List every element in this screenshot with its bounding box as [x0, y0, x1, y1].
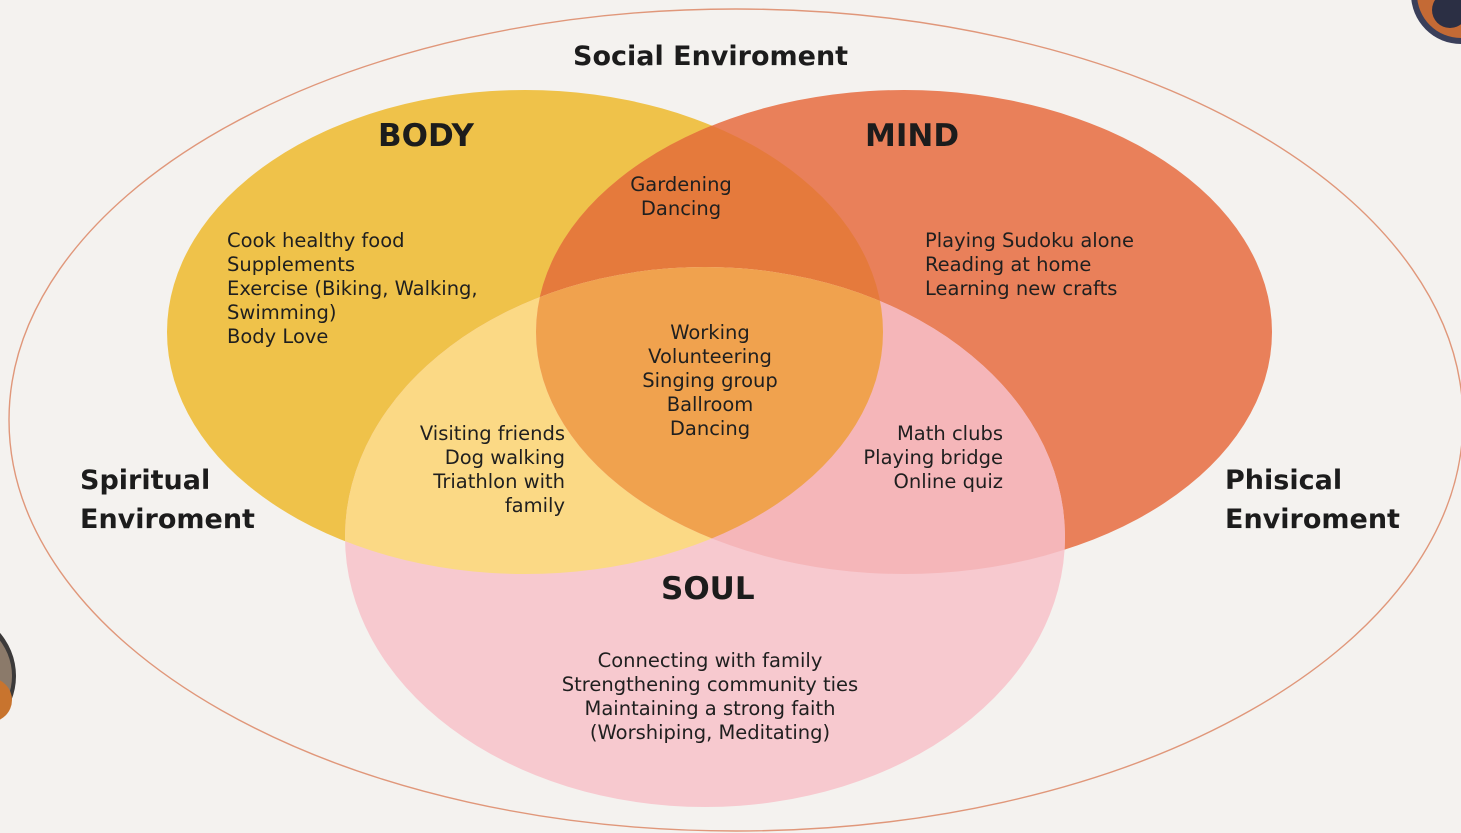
list-item: Gardening	[630, 173, 732, 196]
list-item: family	[504, 494, 565, 517]
physical-environment-line: Phisical	[1225, 465, 1343, 496]
list-item: Learning new crafts	[925, 277, 1118, 300]
body-heading: BODY	[378, 118, 474, 154]
list-item: (Worshiping, Meditating)	[589, 721, 831, 744]
list-item: Swimming)	[227, 301, 337, 324]
list-item: Triathlon with	[433, 470, 565, 493]
list-item: Reading at home	[925, 253, 1092, 276]
spiritual-environment-line: Enviroment	[80, 504, 255, 535]
list-item: Dog walking	[444, 446, 565, 469]
body-activities-list: Cook healthy food Supplements Exercise (…	[227, 229, 478, 349]
list-item: Working	[670, 321, 750, 344]
list-item: Exercise (Biking, Walking,	[227, 277, 478, 300]
environment-outer-ellipse	[8, 8, 1461, 832]
mind-soul-overlap-list: Math clubs Playing bridge Online quiz	[803, 422, 1003, 494]
list-item: Maintaining a strong faith	[584, 697, 836, 720]
list-item: Singing group	[642, 369, 778, 392]
soul-activities-list: Connecting with family Strengthening com…	[510, 649, 910, 745]
decorative-photo-fragments	[0, 0, 1461, 720]
list-item: Volunteering	[648, 345, 772, 368]
body-mind-overlap-list: Gardening Dancing	[600, 173, 762, 221]
soul-heading: SOUL	[661, 571, 755, 607]
list-item: Connecting with family	[597, 649, 823, 672]
body-soul-overlap-list: Visiting friends Dog walking Triathlon w…	[365, 422, 565, 518]
social-environment-label: Social Enviroment	[573, 41, 849, 72]
mind-activities-list: Playing Sudoku alone Reading at home Lea…	[925, 229, 1134, 301]
physical-environment-label: Phisical Enviroment	[1225, 461, 1400, 539]
list-item: Ballroom	[666, 393, 754, 416]
physical-environment-line: Enviroment	[1225, 504, 1400, 535]
list-item: Playing Sudoku alone	[925, 229, 1134, 252]
list-item: Dancing	[669, 417, 751, 440]
body-soul-overlap	[345, 267, 883, 574]
mind-heading: MIND	[865, 118, 960, 154]
list-item: Online quiz	[893, 470, 1004, 493]
list-item: Strengthening community ties	[561, 673, 859, 696]
list-item: Dancing	[640, 197, 722, 220]
list-item: Math clubs	[896, 422, 1003, 445]
list-item: Cook healthy food	[227, 229, 405, 252]
center-overlap-list: Working Volunteering Singing group Ballr…	[610, 321, 810, 441]
list-item: Body Love	[227, 325, 329, 348]
list-item: Visiting friends	[419, 422, 565, 445]
spiritual-environment-line: Spiritual	[80, 465, 211, 496]
list-item: Playing bridge	[863, 446, 1003, 469]
spiritual-environment-label: Spiritual Enviroment	[80, 461, 255, 539]
list-item: Supplements	[227, 253, 356, 276]
